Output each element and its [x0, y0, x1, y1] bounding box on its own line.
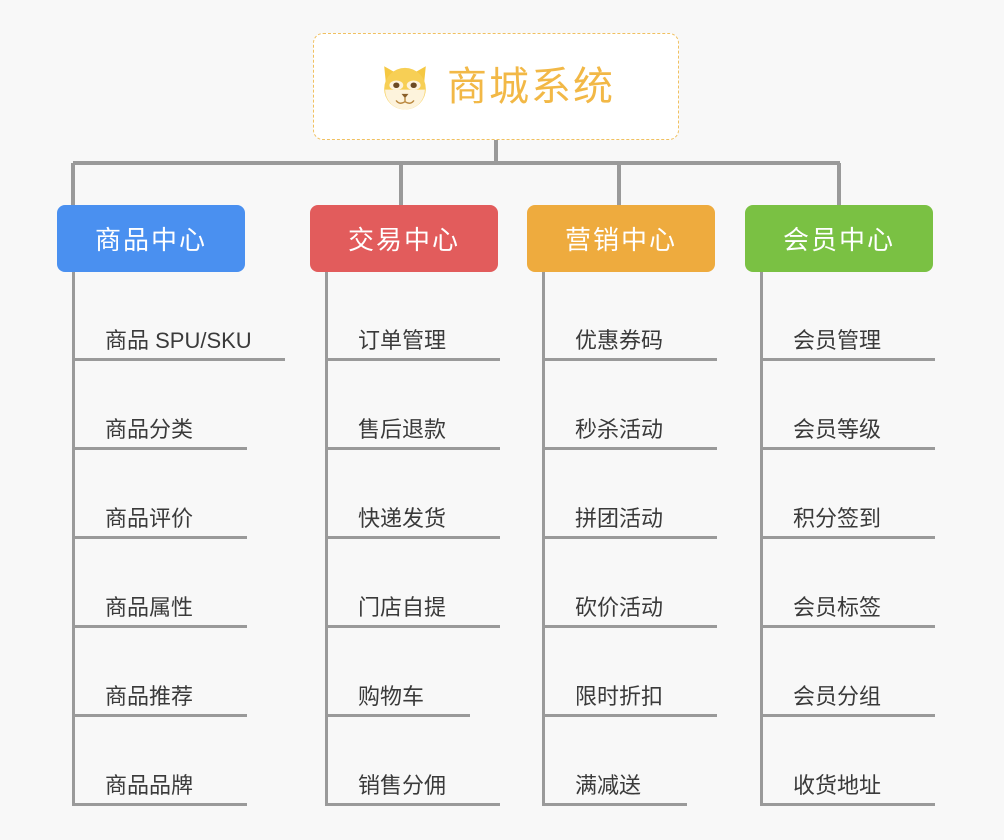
leaf-item[interactable]: 商品 SPU/SKU — [75, 272, 285, 361]
leaf-item[interactable]: 快递发货 — [328, 450, 500, 539]
leaf-label: 商品品牌 — [105, 773, 194, 798]
leaf-item[interactable]: 商品分类 — [75, 361, 247, 450]
leaf-label: 秒杀活动 — [575, 417, 664, 442]
category-header-label: 交易中心 — [347, 225, 460, 255]
leaf-label: 收货地址 — [793, 773, 882, 798]
category-column-2: 营销中心 优惠券码 秒杀活动 拼团活动 砍价活动 限时折扣 满减送 — [527, 205, 717, 806]
root-node[interactable]: 商城系统 — [313, 33, 679, 140]
leaf-item[interactable]: 收货地址 — [763, 717, 935, 806]
leaf-label: 售后退款 — [358, 417, 447, 442]
leaf-item[interactable]: 购物车 — [328, 628, 498, 717]
leaf-item[interactable]: 积分签到 — [763, 450, 935, 539]
leaf-label: 会员管理 — [793, 328, 882, 353]
leaf-label: 会员标签 — [793, 595, 882, 620]
leaf-item[interactable]: 商品品牌 — [75, 717, 247, 806]
leaf-label: 门店自提 — [358, 595, 447, 620]
leaf-item[interactable]: 会员分组 — [763, 628, 935, 717]
category-column-3: 会员中心 会员管理 会员等级 积分签到 会员标签 会员分组 收货地址 — [745, 205, 935, 806]
category-header-label: 会员中心 — [782, 225, 895, 255]
leaf-item[interactable]: 商品属性 — [75, 539, 247, 628]
leaf-item[interactable]: 订单管理 — [328, 272, 500, 361]
category-header-label: 营销中心 — [564, 225, 677, 255]
leaf-label: 商品属性 — [105, 595, 194, 620]
leaf-label: 积分签到 — [793, 506, 882, 531]
leaf-item[interactable]: 砍价活动 — [545, 539, 717, 628]
leaf-label: 商品评价 — [105, 506, 194, 531]
leaf-label: 商品推荐 — [105, 684, 194, 709]
leaf-item[interactable]: 售后退款 — [328, 361, 500, 450]
leaf-item[interactable]: 限时折扣 — [545, 628, 717, 717]
leaf-label: 销售分佣 — [358, 773, 447, 798]
leaf-item[interactable]: 商品推荐 — [75, 628, 247, 717]
leaf-item[interactable]: 会员管理 — [763, 272, 935, 361]
leaf-item[interactable]: 优惠券码 — [545, 272, 717, 361]
leaf-item[interactable]: 秒杀活动 — [545, 361, 717, 450]
category-header-label: 商品中心 — [94, 225, 207, 255]
leaf-label: 限时折扣 — [575, 684, 664, 709]
category-header-2[interactable]: 营销中心 — [527, 205, 715, 272]
leaf-label: 会员分组 — [793, 684, 882, 709]
shiba-dog-face-icon — [384, 65, 426, 110]
leaf-item[interactable]: 满减送 — [545, 717, 715, 806]
leaf-label: 砍价活动 — [575, 595, 664, 620]
leaf-label: 拼团活动 — [575, 506, 664, 531]
category-header-0[interactable]: 商品中心 — [57, 205, 245, 272]
leaf-list-2: 优惠券码 秒杀活动 拼团活动 砍价活动 限时折扣 满减送 — [542, 272, 717, 806]
leaf-label: 会员等级 — [793, 417, 882, 442]
leaf-list-3: 会员管理 会员等级 积分签到 会员标签 会员分组 收货地址 — [760, 272, 935, 806]
leaf-list-1: 订单管理 售后退款 快递发货 门店自提 购物车 销售分佣 — [325, 272, 500, 806]
category-column-1: 交易中心 订单管理 售后退款 快递发货 门店自提 购物车 销售分佣 — [310, 205, 500, 806]
leaf-item[interactable]: 商品评价 — [75, 450, 247, 539]
leaf-label: 商品 SPU/SKU — [105, 328, 252, 353]
leaf-item[interactable]: 门店自提 — [328, 539, 500, 628]
leaf-item[interactable]: 会员标签 — [763, 539, 935, 628]
category-header-3[interactable]: 会员中心 — [745, 205, 933, 272]
leaf-label: 满减送 — [575, 773, 642, 798]
leaf-label: 优惠券码 — [575, 328, 664, 353]
leaf-list-0: 商品 SPU/SKU 商品分类 商品评价 商品属性 商品推荐 商品品牌 — [72, 272, 285, 806]
leaf-label: 商品分类 — [105, 417, 194, 442]
leaf-item[interactable]: 会员等级 — [763, 361, 935, 450]
category-header-1[interactable]: 交易中心 — [310, 205, 498, 272]
leaf-item[interactable]: 拼团活动 — [545, 450, 717, 539]
leaf-label: 订单管理 — [358, 328, 447, 353]
root-title: 商城系统 — [447, 64, 615, 109]
category-column-0: 商品中心 商品 SPU/SKU 商品分类 商品评价 商品属性 商品推荐 商品品牌 — [57, 205, 285, 806]
leaf-item[interactable]: 销售分佣 — [328, 717, 500, 806]
leaf-label: 购物车 — [358, 684, 425, 709]
leaf-label: 快递发货 — [358, 506, 447, 531]
